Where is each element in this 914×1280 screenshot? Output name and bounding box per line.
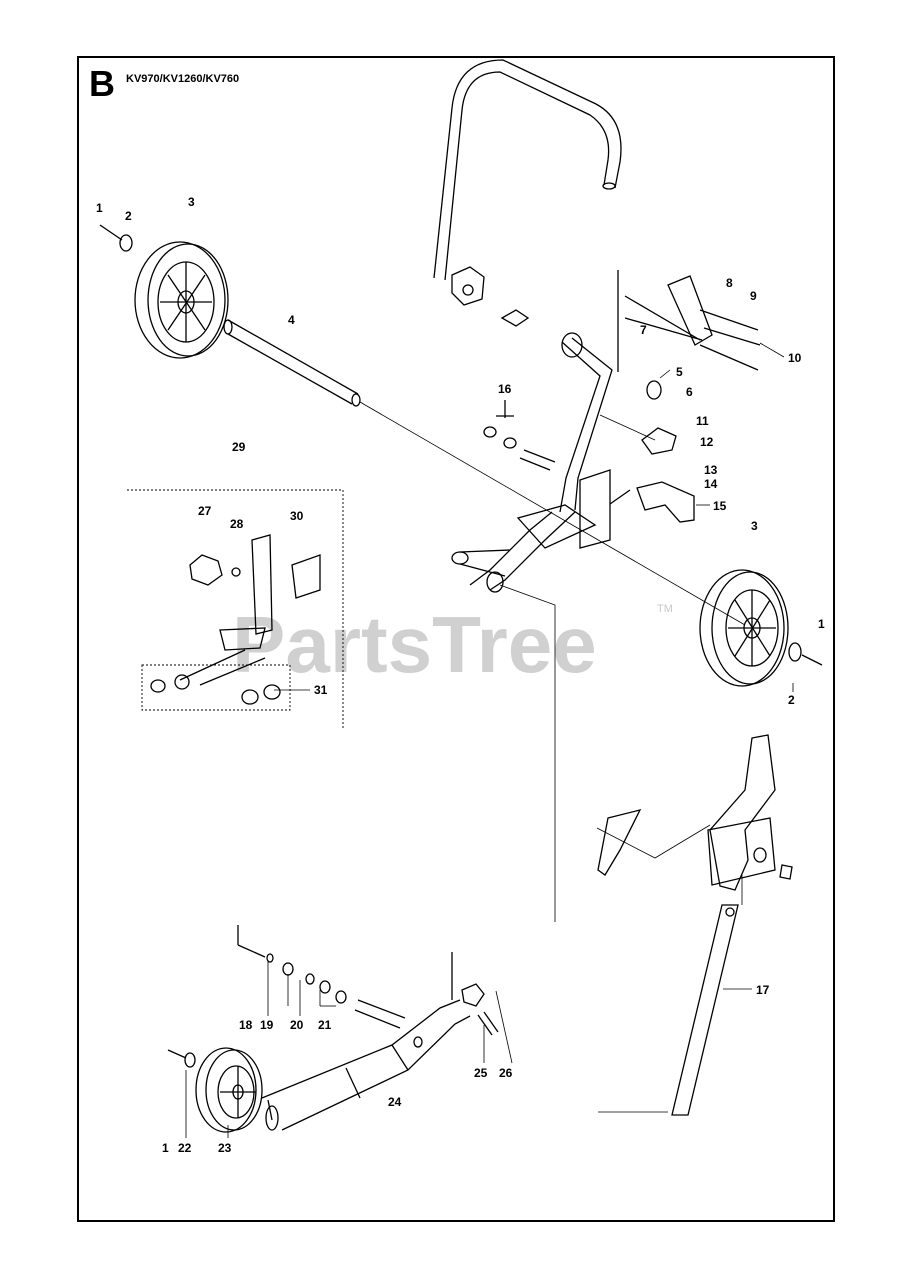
callout-25: 25 <box>474 1066 488 1080</box>
callout-5: 5 <box>676 365 683 379</box>
callout-28: 28 <box>230 517 244 531</box>
option-kit-parts <box>150 534 321 705</box>
brackets <box>579 380 695 549</box>
callout-17: 17 <box>756 983 770 997</box>
callout-12: 12 <box>700 435 714 449</box>
callout-15: 15 <box>713 499 727 513</box>
handle-bar <box>433 59 622 281</box>
callout-14: 14 <box>704 477 718 491</box>
axle <box>223 319 746 626</box>
callout-22: 22 <box>178 1141 192 1155</box>
callout-6: 6 <box>686 385 693 399</box>
diagram-frame <box>77 56 835 1222</box>
callout-13: 13 <box>704 463 718 477</box>
callout-30: 30 <box>290 509 304 523</box>
callout-8: 8 <box>726 276 733 290</box>
callout-31: 31 <box>314 683 328 697</box>
lever-assembly <box>597 734 793 1116</box>
bottom-axle <box>261 952 499 1131</box>
callout-2-right: 2 <box>788 693 795 707</box>
frame-tube <box>451 332 613 593</box>
callout-29: 29 <box>232 440 246 454</box>
section-letter: B <box>89 63 115 104</box>
callout-26: 26 <box>499 1066 513 1080</box>
callout-27: 27 <box>198 504 212 518</box>
callout-9: 9 <box>750 289 757 303</box>
callout-4: 4 <box>288 313 295 327</box>
wheel-left <box>134 241 229 359</box>
callout-1-bottom: 1 <box>162 1141 169 1155</box>
leader-lines <box>499 584 743 1113</box>
bolt-hardware-bottom <box>237 925 347 1016</box>
callout-20: 20 <box>290 1018 304 1032</box>
handle-mount <box>451 266 530 327</box>
bolt-assembly-16 <box>483 400 556 471</box>
wheel-bottom <box>167 1047 263 1133</box>
wheel-right <box>699 569 823 687</box>
callout-3-top: 3 <box>188 195 195 209</box>
callout-21: 21 <box>318 1018 332 1032</box>
model-numbers: KV970/KV1260/KV760 <box>126 73 240 85</box>
washer-bolt-left <box>99 224 133 252</box>
callout-1-top: 1 <box>96 201 103 215</box>
callout-24: 24 <box>388 1095 402 1109</box>
callout-leaders <box>185 342 794 1138</box>
callout-2-top: 2 <box>125 209 132 223</box>
option-kit-box <box>127 489 344 730</box>
watermark-text: PartsTree <box>232 600 597 689</box>
watermark-tm: TM <box>657 603 673 615</box>
callout-10: 10 <box>788 351 802 365</box>
callout-1-right: 1 <box>818 617 825 631</box>
callout-19: 19 <box>260 1018 274 1032</box>
callout-7: 7 <box>640 323 647 337</box>
callout-3-right: 3 <box>751 519 758 533</box>
depth-plate <box>617 270 761 372</box>
callout-18: 18 <box>239 1018 253 1032</box>
callout-11: 11 <box>696 414 709 428</box>
callout-labels: 1 2 3 4 8 9 7 10 5 6 16 11 12 13 14 15 3… <box>96 195 825 1155</box>
watermark: PartsTree TM <box>232 600 673 689</box>
callout-23: 23 <box>218 1141 232 1155</box>
callout-16: 16 <box>498 382 512 396</box>
